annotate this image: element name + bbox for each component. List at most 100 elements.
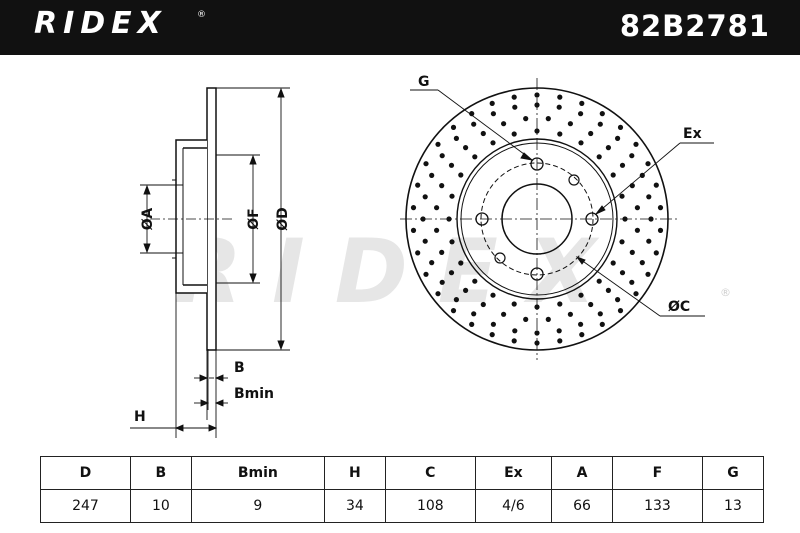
drill-hole: [458, 172, 464, 178]
spec-value-cell: 133: [612, 489, 703, 523]
drill-hole: [511, 94, 517, 100]
label-Bmin: Bmin: [234, 386, 274, 402]
watermark-registered: ®: [720, 286, 731, 299]
drill-hole: [453, 297, 459, 303]
spec-value-cell: 10: [129, 489, 192, 523]
drill-hole: [469, 321, 475, 327]
dimension-H: [130, 293, 218, 438]
drill-hole: [578, 321, 584, 327]
drill-hole: [448, 270, 455, 276]
drill-hole: [511, 131, 517, 137]
drill-hole: [501, 121, 507, 127]
watermark: RIDEX: [174, 220, 626, 323]
drill-hole: [449, 239, 455, 245]
spec-value-cell: 108: [384, 489, 476, 523]
label-D: ØD: [275, 207, 291, 231]
drill-hole: [567, 311, 574, 317]
drill-hole: [511, 338, 517, 344]
drill-hole: [489, 332, 495, 338]
drill-hole: [449, 193, 455, 199]
drill-hole: [619, 162, 626, 168]
drill-hole: [578, 140, 584, 146]
drill-hole: [597, 121, 603, 127]
drill-hole: [657, 205, 664, 211]
dimension-A: [140, 184, 176, 254]
drill-hole: [511, 301, 517, 307]
drill-hole: [619, 193, 625, 199]
drill-hole: [439, 279, 445, 285]
label-A: ØA: [140, 208, 156, 231]
drill-hole: [645, 161, 651, 167]
drill-hole: [534, 92, 540, 98]
drill-hole: [463, 287, 469, 293]
drill-hole: [469, 111, 475, 117]
drill-hole: [646, 238, 652, 244]
drill-hole: [415, 250, 421, 256]
drill-hole: [523, 316, 529, 322]
drill-hole: [472, 278, 478, 284]
drill-hole: [423, 271, 429, 277]
drill-hole: [439, 183, 445, 189]
label-G: G: [418, 74, 430, 90]
label-C: ØC: [668, 299, 690, 315]
drill-hole: [557, 301, 563, 307]
drill-hole: [435, 141, 441, 147]
drill-hole: [556, 328, 562, 334]
drill-hole: [645, 271, 651, 277]
drill-hole: [422, 194, 428, 200]
drill-hole: [622, 216, 628, 222]
spec-value-cell: 4/6: [474, 489, 553, 523]
spec-value-cell: 247: [40, 489, 131, 523]
drill-hole: [617, 308, 624, 314]
drill-hole: [545, 116, 551, 122]
registered-mark: ®: [197, 10, 206, 20]
drill-hole: [512, 328, 518, 334]
drill-hole: [633, 291, 639, 297]
drill-hole: [648, 216, 654, 222]
drill-hole: [453, 135, 459, 141]
drill-hole: [599, 321, 605, 327]
spec-header-cell: A: [550, 456, 614, 490]
spec-header-cell: D: [40, 456, 131, 490]
drill-hole: [410, 205, 417, 211]
drill-hole: [605, 287, 612, 293]
dimension-F: [216, 154, 260, 284]
drill-hole: [599, 111, 605, 117]
header-bar: RIDEX ® 82B2781: [0, 0, 800, 55]
drill-hole: [605, 145, 612, 151]
drill-hole: [480, 130, 486, 137]
drill-hole: [633, 141, 639, 147]
drill-hole: [578, 292, 584, 298]
drill-hole: [429, 260, 435, 266]
spec-header-cell: F: [612, 456, 703, 490]
drill-hole: [653, 182, 659, 188]
drill-hole: [439, 153, 445, 159]
drill-hole: [446, 216, 452, 222]
drill-hole: [597, 311, 603, 317]
drill-hole: [472, 154, 478, 160]
drill-hole: [653, 250, 659, 256]
drill-hole: [615, 135, 621, 141]
spec-value-cell: 9: [190, 489, 325, 523]
dimension-D: [216, 87, 290, 351]
drill-hole: [557, 131, 563, 137]
drill-hole: [415, 182, 421, 188]
drill-hole: [512, 104, 518, 110]
drill-hole: [629, 279, 635, 285]
spec-header-cell: Bmin: [190, 456, 325, 490]
drill-hole: [579, 100, 585, 106]
drill-hole: [634, 227, 641, 233]
label-B: B: [234, 360, 245, 376]
drill-hole: [534, 304, 540, 310]
drill-hole: [489, 100, 495, 106]
label-H: H: [134, 409, 146, 425]
label-Ex: Ex: [683, 126, 702, 142]
drill-hole: [634, 205, 641, 211]
drill-hole: [534, 340, 540, 346]
drill-hole: [490, 111, 496, 117]
drill-hole: [567, 121, 574, 127]
drill-hole: [450, 308, 457, 314]
drill-hole: [422, 238, 428, 244]
